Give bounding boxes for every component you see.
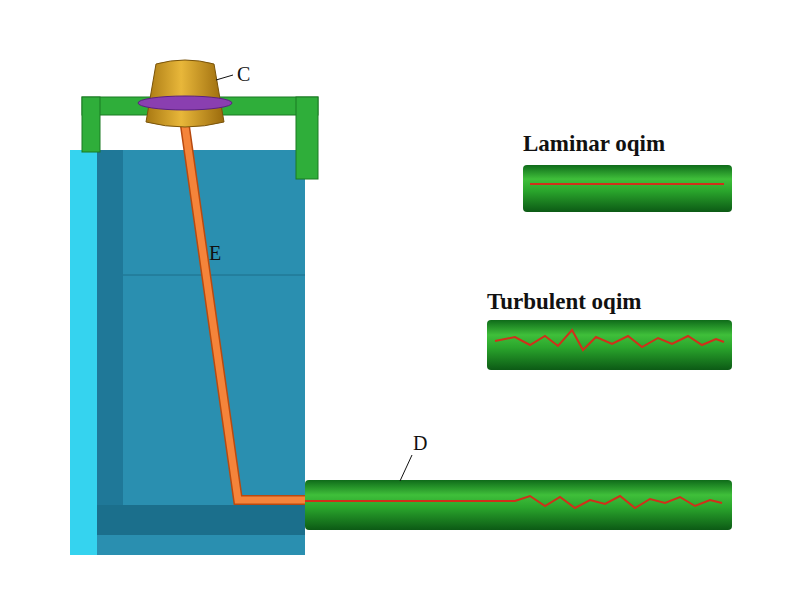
- dye-stream: [530, 183, 724, 185]
- frame-leg: [296, 97, 318, 179]
- flow-type-title: Laminar oqim: [523, 132, 665, 155]
- laminar-pipe: [523, 165, 732, 212]
- water-level: [123, 275, 305, 276]
- flow-type-title: Turbulent oqim: [487, 290, 641, 313]
- flow-pipe: [305, 480, 732, 530]
- dye-container: [146, 60, 224, 127]
- dye-stream: [305, 496, 722, 508]
- container-ring: [138, 96, 232, 110]
- dye-tube: [183, 112, 306, 500]
- leader-line: [216, 75, 233, 80]
- callout-letter: E: [209, 243, 221, 263]
- dye-stream: [495, 330, 724, 350]
- callout-letter: D: [413, 433, 427, 453]
- callout-letter: C: [237, 64, 250, 84]
- turbulent-pipe: [487, 320, 732, 370]
- leader-line: [400, 455, 412, 481]
- tank-side-wall: [70, 150, 97, 555]
- tank-inner-wall: [97, 150, 123, 530]
- tank-bottom: [97, 505, 305, 535]
- frame-leg: [82, 97, 100, 152]
- tank-base: [97, 535, 305, 555]
- dye-tube: [183, 112, 306, 500]
